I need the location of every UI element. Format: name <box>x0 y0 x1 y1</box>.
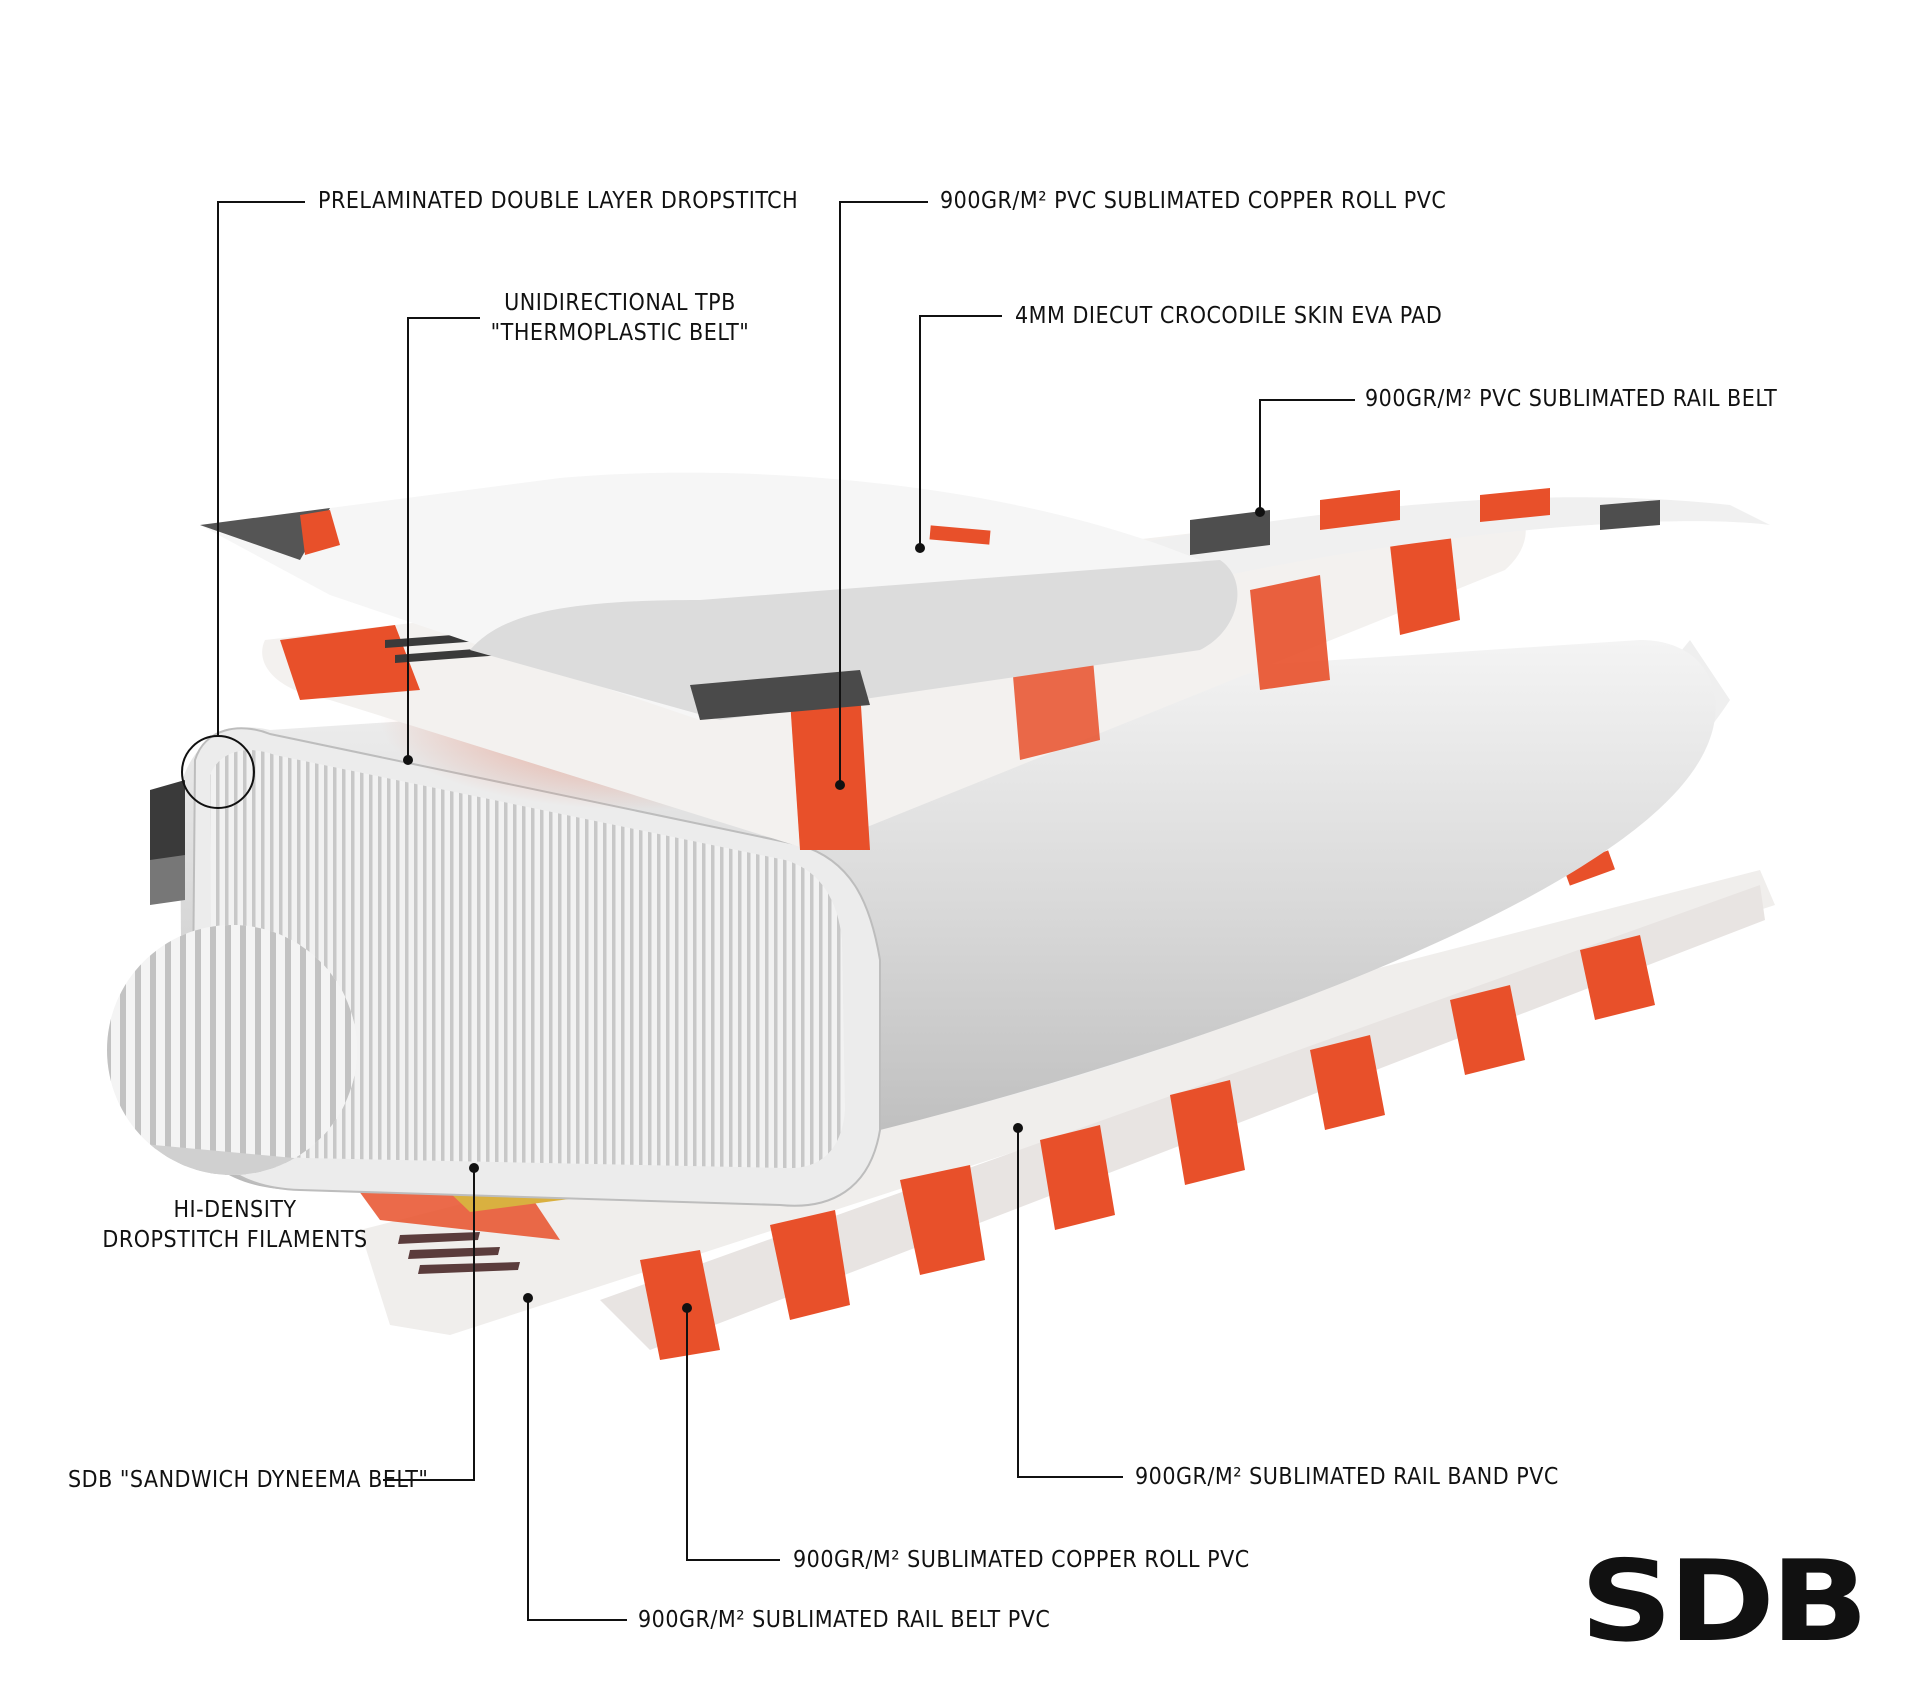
label-hidensity-line1: HI-DENSITY <box>173 1197 297 1223</box>
leader-dots <box>403 507 1265 1313</box>
label-rail-band: 900GR/M² SUBLIMATED RAIL BAND PVC <box>1135 1464 1559 1490</box>
label-hidensity: HI-DENSITY DROPSTITCH FILAMENTS <box>100 1195 370 1255</box>
label-tpb-line2: "THERMOPLASTIC BELT" <box>490 320 750 346</box>
label-rail-belt-bottom: 900GR/M² SUBLIMATED RAIL BELT PVC <box>638 1607 1051 1633</box>
label-tpb-line1: UNIDIRECTIONAL TPB <box>504 290 736 316</box>
label-rail-belt-top: 900GR/M² PVC SUBLIMATED RAIL BELT <box>1365 386 1778 412</box>
sdb-logo: SDB <box>1580 1537 1869 1667</box>
label-prelaminated: PRELAMINATED DOUBLE LAYER DROPSTITCH <box>318 188 799 214</box>
eva-pad <box>200 472 1238 720</box>
zoom-dropstitch-detail <box>107 925 357 1175</box>
label-hidensity-line2: DROPSTITCH FILAMENTS <box>102 1227 368 1253</box>
leader-lines <box>217 201 1355 1621</box>
label-copper-top: 900GR/M² PVC SUBLIMATED COPPER ROLL PVC <box>940 188 1447 214</box>
label-eva-pad: 4MM DIECUT CROCODILE SKIN EVA PAD <box>1015 303 1443 329</box>
label-tpb: UNIDIRECTIONAL TPB "THERMOPLASTIC BELT" <box>490 288 750 348</box>
label-sdb-belt: SDB "SANDWICH DYNEEMA BELT" <box>68 1467 429 1493</box>
label-copper-bottom: 900GR/M² SUBLIMATED COPPER ROLL PVC <box>793 1547 1250 1573</box>
